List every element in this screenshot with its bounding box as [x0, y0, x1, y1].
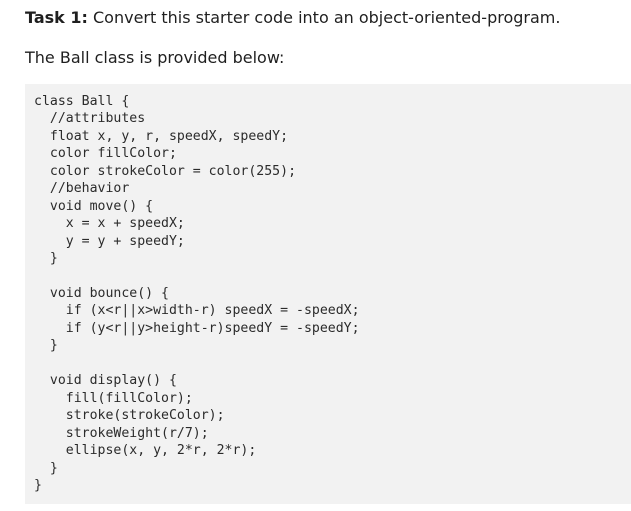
code-text: class Ball { //attributes float x, y, r,… [34, 94, 360, 493]
intro-text: The Ball class is provided below: [25, 48, 285, 67]
task-heading: Task 1: Convert this starter code into a… [25, 7, 560, 29]
task-label: Task 1: [25, 8, 88, 27]
task-text: Convert this starter code into an object… [87, 8, 561, 27]
code-block: class Ball { //attributes float x, y, r,… [25, 84, 631, 504]
